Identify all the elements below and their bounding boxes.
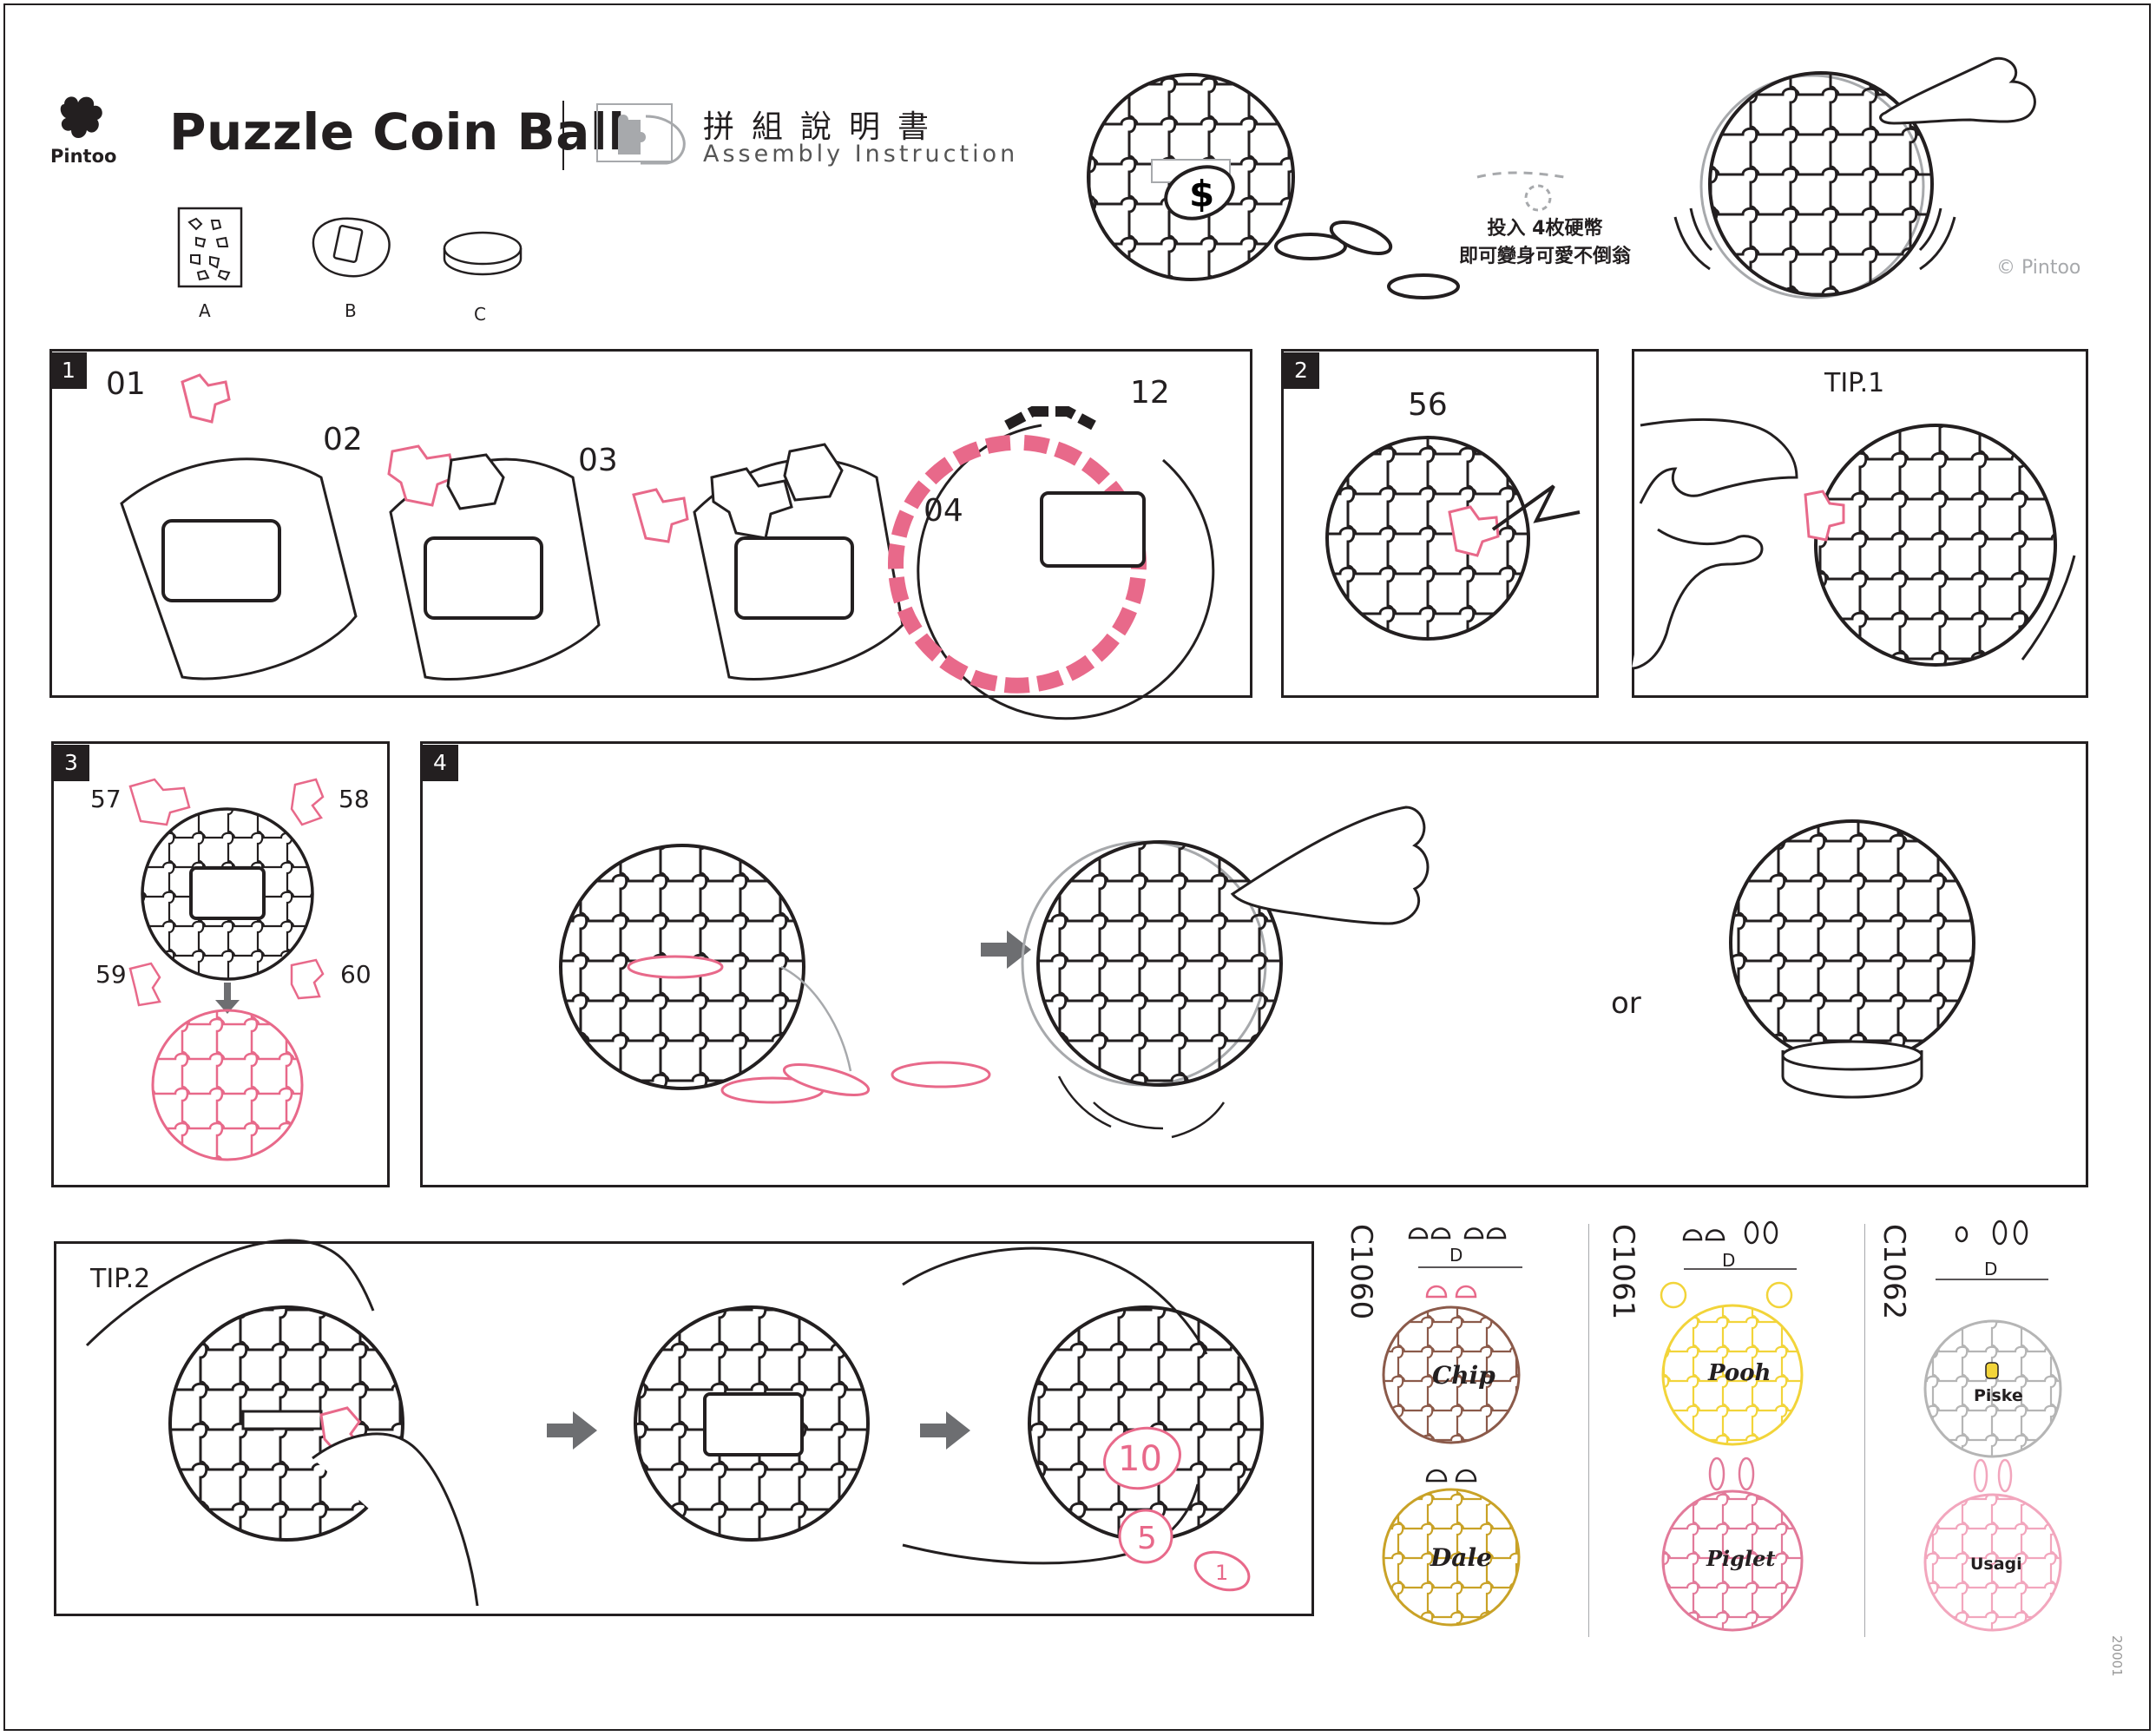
brand-name: Pintoo — [50, 146, 117, 167]
variant-dale-name: Dale — [1430, 1543, 1492, 1572]
page-frame — [3, 3, 2151, 1731]
variant-pooh-name: Pooh — [1707, 1360, 1771, 1386]
step-4-panel — [420, 741, 2088, 1187]
tip-2-title: TIP.2 — [90, 1264, 151, 1294]
document-code: 20001 — [2109, 1635, 2125, 1677]
coin-note-line2: 即可變身可愛不倒翁 — [1458, 246, 1631, 267]
step-2-panel — [1281, 349, 1599, 698]
step-2-label-56: 56 — [1408, 387, 1448, 423]
step-1-label-03: 03 — [578, 443, 618, 478]
step-4-badge: 4 — [422, 745, 458, 781]
hero-coin-symbol: $ — [1189, 173, 1214, 215]
step-3-badge: 3 — [53, 745, 89, 781]
tip-2-illustration: 10 5 1 — [85, 1239, 1264, 1607]
copyright-text: © Pintoo — [1996, 257, 2081, 279]
step-3-label-59: 59 — [95, 960, 127, 989]
tip-1-panel — [1632, 349, 2088, 698]
tip-2-coin-5: 5 — [1137, 1521, 1157, 1556]
variant-c1061-illustration: Pooh Piglet — [1660, 1220, 1804, 1632]
step-3-label-58: 58 — [339, 785, 370, 813]
wobbling-ball-illustration — [1673, 56, 2036, 299]
variant-divider-2 — [1864, 1224, 1865, 1637]
tip-1-illustration — [1631, 418, 2076, 670]
variant-c1061-code: C1061 — [1606, 1224, 1640, 1320]
part-b-label: B — [345, 300, 357, 321]
variant-divider-1 — [1588, 1224, 1589, 1637]
variant-c1061-part: D — [1722, 1250, 1736, 1271]
tip-2-panel — [54, 1241, 1314, 1616]
part-a-puzzle-sheet-icon — [177, 207, 243, 288]
step-1-label-01: 01 — [106, 366, 146, 402]
or-text: or — [1611, 986, 1641, 1021]
variant-c1060-code: C1060 — [1344, 1224, 1378, 1320]
subtitle-chinese: 拼組說明書 — [703, 109, 947, 145]
part-b-base-shell-icon — [312, 217, 391, 278]
step-3-label-60: 60 — [340, 960, 371, 989]
step-1-panel — [49, 349, 1252, 698]
step-2-badge: 2 — [1283, 352, 1319, 389]
variant-chip-name: Chip — [1432, 1361, 1495, 1390]
part-c-stand-ring-icon — [443, 231, 523, 276]
step-3-panel — [51, 741, 390, 1187]
variant-c1062-code: C1062 — [1877, 1224, 1911, 1320]
coin-ball-hero-illustration: $ — [1087, 73, 1565, 299]
step-1-label-02: 02 — [323, 422, 363, 457]
step-1-label-04: 04 — [924, 493, 963, 529]
tip-2-coin-1: 1 — [1215, 1561, 1228, 1585]
tip-2-coin-10: 10 — [1118, 1439, 1162, 1479]
variant-c1060-illustration: Chip Dale — [1382, 1227, 1522, 1627]
step-3-illustration — [128, 778, 325, 1161]
variant-piske-name: Piske — [1974, 1386, 2023, 1405]
part-c-label: C — [474, 304, 486, 325]
step-1-illustration — [120, 373, 1215, 720]
step-1-badge: 1 — [50, 352, 87, 389]
step-1-label-12: 12 — [1130, 375, 1170, 411]
part-a-label: A — [199, 300, 211, 321]
coin-note-line1: 投入 4枚硬幣 — [1487, 218, 1603, 240]
variant-c1062-part: D — [1984, 1259, 1998, 1279]
step-4-illustration — [559, 806, 1975, 1139]
subtitle-english: Assembly Instruction — [703, 141, 1019, 168]
step-3-label-57: 57 — [90, 785, 122, 813]
assembly-hands-icon — [596, 103, 686, 165]
step-2-ball-illustration — [1325, 436, 1581, 641]
variant-usagi-name: Usagi — [1970, 1555, 2022, 1574]
variant-c1060-part: D — [1449, 1245, 1463, 1266]
variant-piglet-name: Piglet — [1706, 1546, 1775, 1571]
product-title: Puzzle Coin Ball — [169, 102, 626, 161]
tip-1-title: TIP.1 — [1824, 368, 1885, 398]
variant-c1062-illustration: Piske Usagi — [1923, 1220, 2062, 1632]
pintoo-logo-icon — [60, 96, 102, 138]
title-divider — [562, 101, 564, 170]
